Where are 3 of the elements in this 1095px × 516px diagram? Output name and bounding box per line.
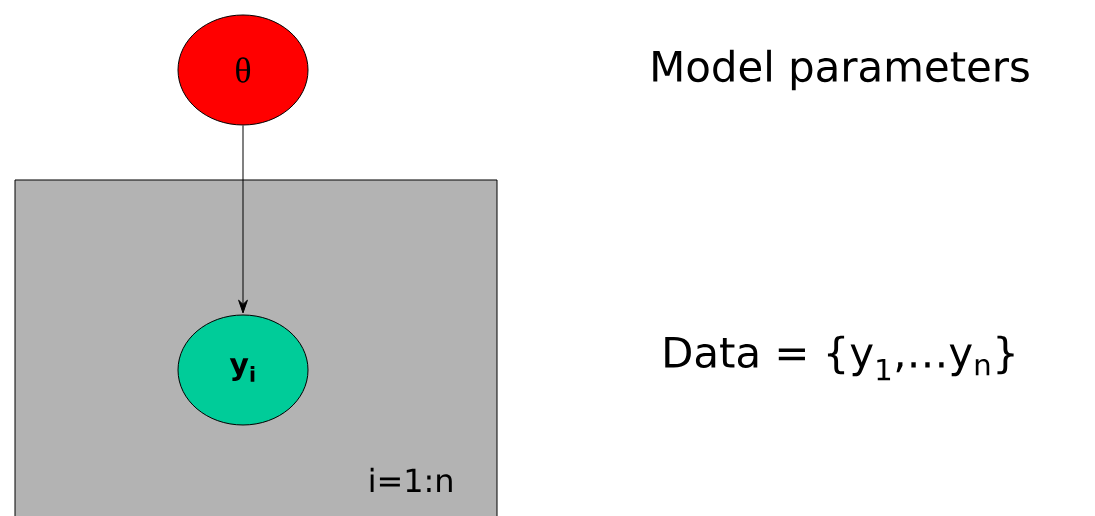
side-label: Data = {y$_{1}$,…y$_{n}$}	[665, 335, 1014, 381]
arrow	[238, 125, 248, 314]
side-label: Model parameters	[653, 49, 1029, 91]
